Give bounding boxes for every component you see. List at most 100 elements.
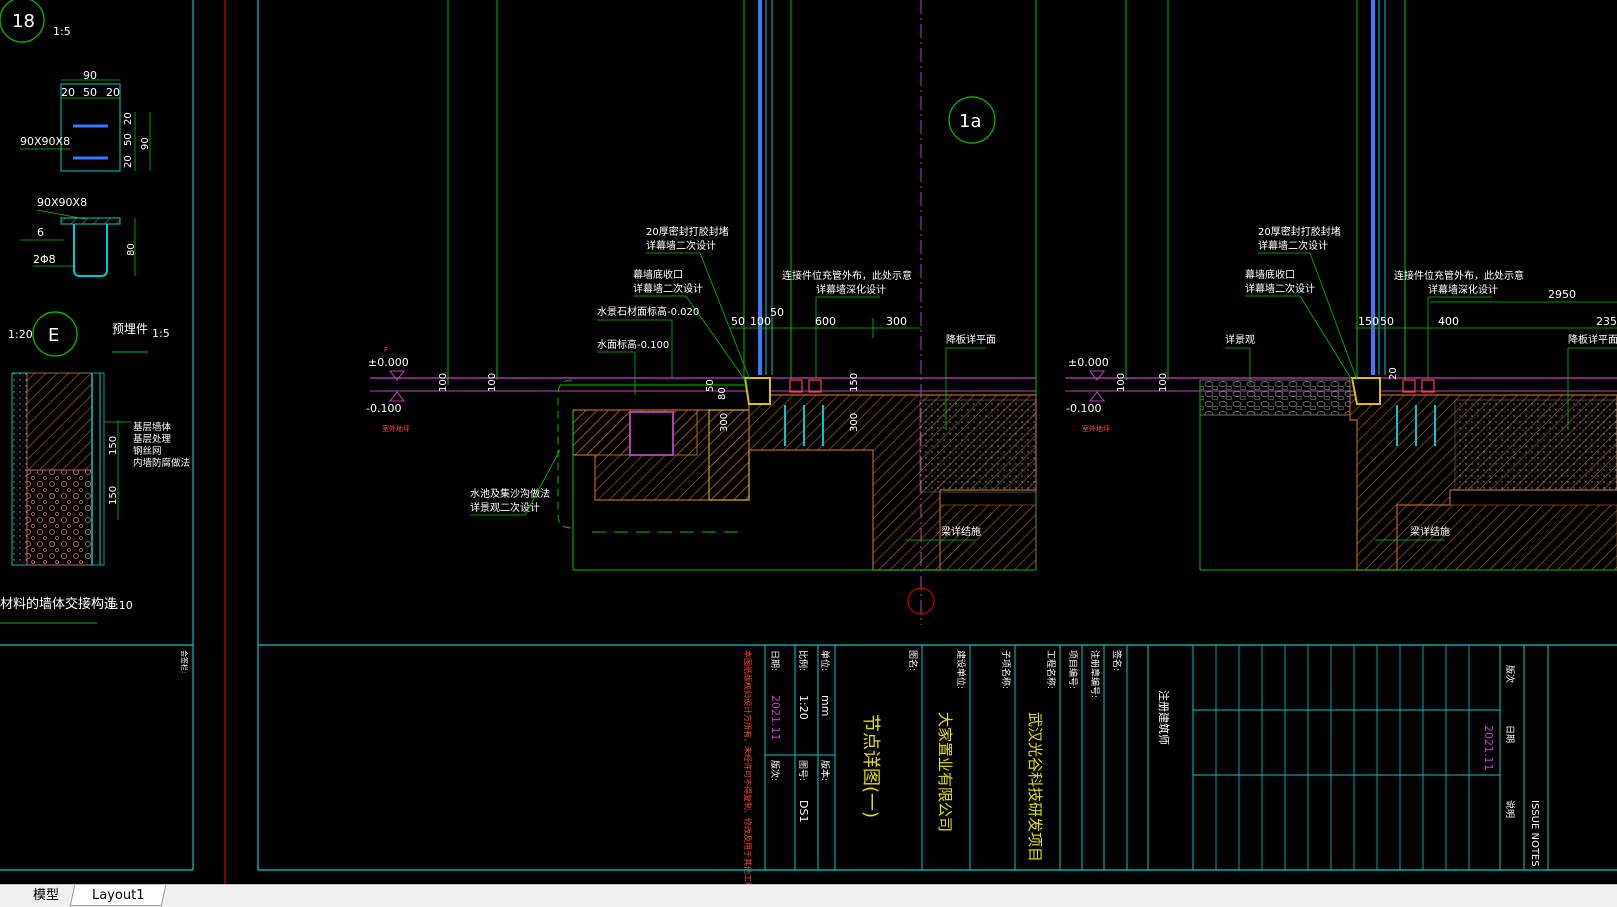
plate-label: 90X90X8	[20, 135, 70, 148]
svg-text:50: 50	[731, 315, 745, 328]
svg-text:注册章编号:: 注册章编号:	[1089, 650, 1101, 698]
tab-layout1-label: Layout1	[91, 888, 145, 903]
svg-text:±0.000: ±0.000	[1068, 356, 1109, 369]
svg-text:幕墙底收口: 幕墙底收口	[1245, 268, 1295, 281]
svg-text:基层处理: 基层处理	[133, 433, 172, 445]
svg-text:20: 20	[123, 112, 134, 125]
svg-text:100: 100	[1116, 373, 1127, 392]
countersign-label: 会签栏:	[180, 650, 189, 673]
svg-text:100: 100	[1158, 373, 1169, 392]
svg-text:90X90X8: 90X90X8	[37, 196, 87, 209]
svg-text:版本:: 版本:	[819, 760, 831, 781]
svg-text:详幕墙二次设计: 详幕墙二次设计	[633, 282, 703, 295]
callout-1a-text: 1a	[959, 111, 981, 132]
svg-text:90: 90	[140, 137, 151, 150]
svg-text:详幕墙二次设计: 详幕墙二次设计	[1245, 282, 1315, 295]
svg-text:钢丝网: 钢丝网	[133, 445, 162, 457]
svg-text:80: 80	[717, 387, 728, 400]
svg-text:版次: 版次	[1504, 665, 1516, 683]
svg-text:水池及集沙沟做法: 水池及集沙沟做法	[470, 487, 550, 500]
title-block: 本图纸版权归设计方所有，未经许可不得复制、修改及用于其他工程 日期: 2021.…	[743, 645, 1549, 884]
svg-text:1:20: 1:20	[8, 328, 33, 341]
svg-text:20: 20	[106, 86, 120, 99]
svg-text:20: 20	[123, 155, 134, 168]
svg-text:基层墙体: 基层墙体	[133, 421, 172, 433]
detail-e-letter: E	[48, 325, 59, 346]
svg-text:建设单位:: 建设单位:	[955, 650, 967, 689]
svg-text:幕墙底收口: 幕墙底收口	[633, 268, 683, 281]
svg-text:日期: 日期	[1504, 725, 1515, 743]
svg-text:150: 150	[849, 373, 860, 392]
svg-text:室外地坪: 室外地坪	[1082, 424, 1110, 433]
svg-text:80: 80	[126, 243, 137, 256]
svg-text:150: 150	[108, 436, 119, 455]
svg-text:图号:: 图号:	[797, 760, 808, 781]
layout-tab-bar: 模型 Layout1	[0, 884, 1617, 907]
svg-text:子项名称:: 子项名称:	[1000, 650, 1012, 689]
svg-text:详景观二次设计: 详景观二次设计	[470, 501, 540, 514]
svg-text:梁详结施: 梁详结施	[941, 525, 981, 538]
unit-value: mm	[819, 695, 832, 716]
svg-text:100: 100	[750, 315, 771, 328]
svg-text:梁详结施: 梁详结施	[1410, 525, 1450, 538]
svg-text:6: 6	[37, 226, 44, 239]
svg-text:20: 20	[1388, 367, 1399, 380]
svg-text:详景观: 详景观	[1225, 333, 1255, 346]
copyright-note: 本图纸版权归设计方所有，未经许可不得复制、修改及用于其他工程	[743, 650, 753, 884]
project-name: 武汉光谷科技研发项目	[1026, 712, 1044, 862]
issue-notes: ISSUE NOTES	[1529, 800, 1540, 867]
svg-text:600: 600	[815, 315, 836, 328]
svg-text:水景石材面标高-0.020: 水景石材面标高-0.020	[597, 305, 699, 318]
svg-text:100: 100	[438, 373, 449, 392]
svg-text:单位:: 单位:	[819, 650, 831, 671]
svg-text:-0.100: -0.100	[1066, 402, 1101, 415]
svg-text:300: 300	[719, 413, 730, 432]
architect-label: 注册建筑师	[1157, 690, 1171, 745]
drawing-number: DS1	[797, 800, 810, 822]
svg-text:300: 300	[849, 413, 860, 432]
svg-text:50: 50	[1380, 315, 1394, 328]
svg-text:签名:: 签名:	[1111, 650, 1123, 671]
tab-model[interactable]: 模型	[8, 885, 84, 906]
level-0: ±0.000	[368, 356, 409, 369]
svg-text:降板详平面: 降板详平面	[946, 333, 996, 346]
svg-text:说明: 说明	[1504, 800, 1516, 818]
svg-text:50: 50	[770, 306, 784, 319]
svg-text:50: 50	[83, 86, 97, 99]
svg-text:2Φ8: 2Φ8	[33, 253, 56, 266]
svg-text:降板详平面: 降板详平面	[1568, 333, 1617, 346]
svg-text:50: 50	[705, 379, 716, 392]
svg-text:150: 150	[108, 486, 119, 505]
callout-1a[interactable]	[948, 96, 996, 144]
svg-text:详幕墙二次设计: 详幕墙二次设计	[646, 239, 716, 252]
svg-text:1:10: 1:10	[108, 599, 133, 612]
client-name: 大家置业有限公司	[936, 712, 954, 832]
svg-text:20厚密封打胶封堵: 20厚密封打胶封堵	[646, 225, 729, 238]
tab-layout1[interactable]: Layout1	[69, 885, 167, 906]
svg-text:工程名称:: 工程名称:	[1045, 650, 1057, 689]
svg-text:F: F	[384, 346, 388, 354]
svg-text:项目编号:: 项目编号:	[1067, 650, 1079, 689]
section-b[interactable]: ±0.000 -0.100 室外地坪 20厚密封打胶封堵 详幕墙二次设计 幕墙底…	[1065, 0, 1617, 571]
svg-text:连接件位充管外布，此处示意: 连接件位充管外布，此处示意	[1394, 269, 1524, 282]
svg-text:1:5: 1:5	[152, 327, 170, 340]
svg-text:日期:: 日期:	[769, 650, 780, 671]
svg-text:2350: 2350	[1596, 315, 1617, 328]
detail-18[interactable]: 18 1:5 90 20 50 20 20 50 20 90 90X90X8 9…	[0, 0, 151, 277]
svg-text:连接件位充管外布，此处示意: 连接件位充管外布，此处示意	[782, 269, 912, 282]
svg-text:20: 20	[61, 86, 75, 99]
detail-e-bubble	[32, 311, 78, 357]
svg-text:版次:: 版次:	[769, 760, 781, 781]
svg-text:详幕墙深化设计: 详幕墙深化设计	[1428, 283, 1498, 296]
cad-model-space[interactable]: 18 1:5 90 20 50 20 20 50 20 90 90X90X8 9…	[0, 0, 1617, 884]
svg-text:内墙防腐做法: 内墙防腐做法	[133, 457, 190, 469]
detail-e[interactable]: 1:20 E 预埋件 1:5 基层墙体 基层处理 钢丝网 内墙防腐做法 150 …	[0, 311, 190, 673]
svg-text:20厚密封打胶封堵: 20厚密封打胶封堵	[1258, 225, 1341, 238]
detail-18-scale: 1:5	[53, 25, 71, 38]
svg-text:150: 150	[1358, 315, 1379, 328]
svg-text:比例:: 比例:	[797, 650, 809, 671]
section-a[interactable]: 1a ±0.000 -0.100 室外地坪 F 20厚密封打	[366, 0, 1037, 625]
issue-date: 2021.11	[1482, 725, 1495, 771]
svg-text:400: 400	[1438, 315, 1459, 328]
svg-text:100: 100	[487, 373, 498, 392]
